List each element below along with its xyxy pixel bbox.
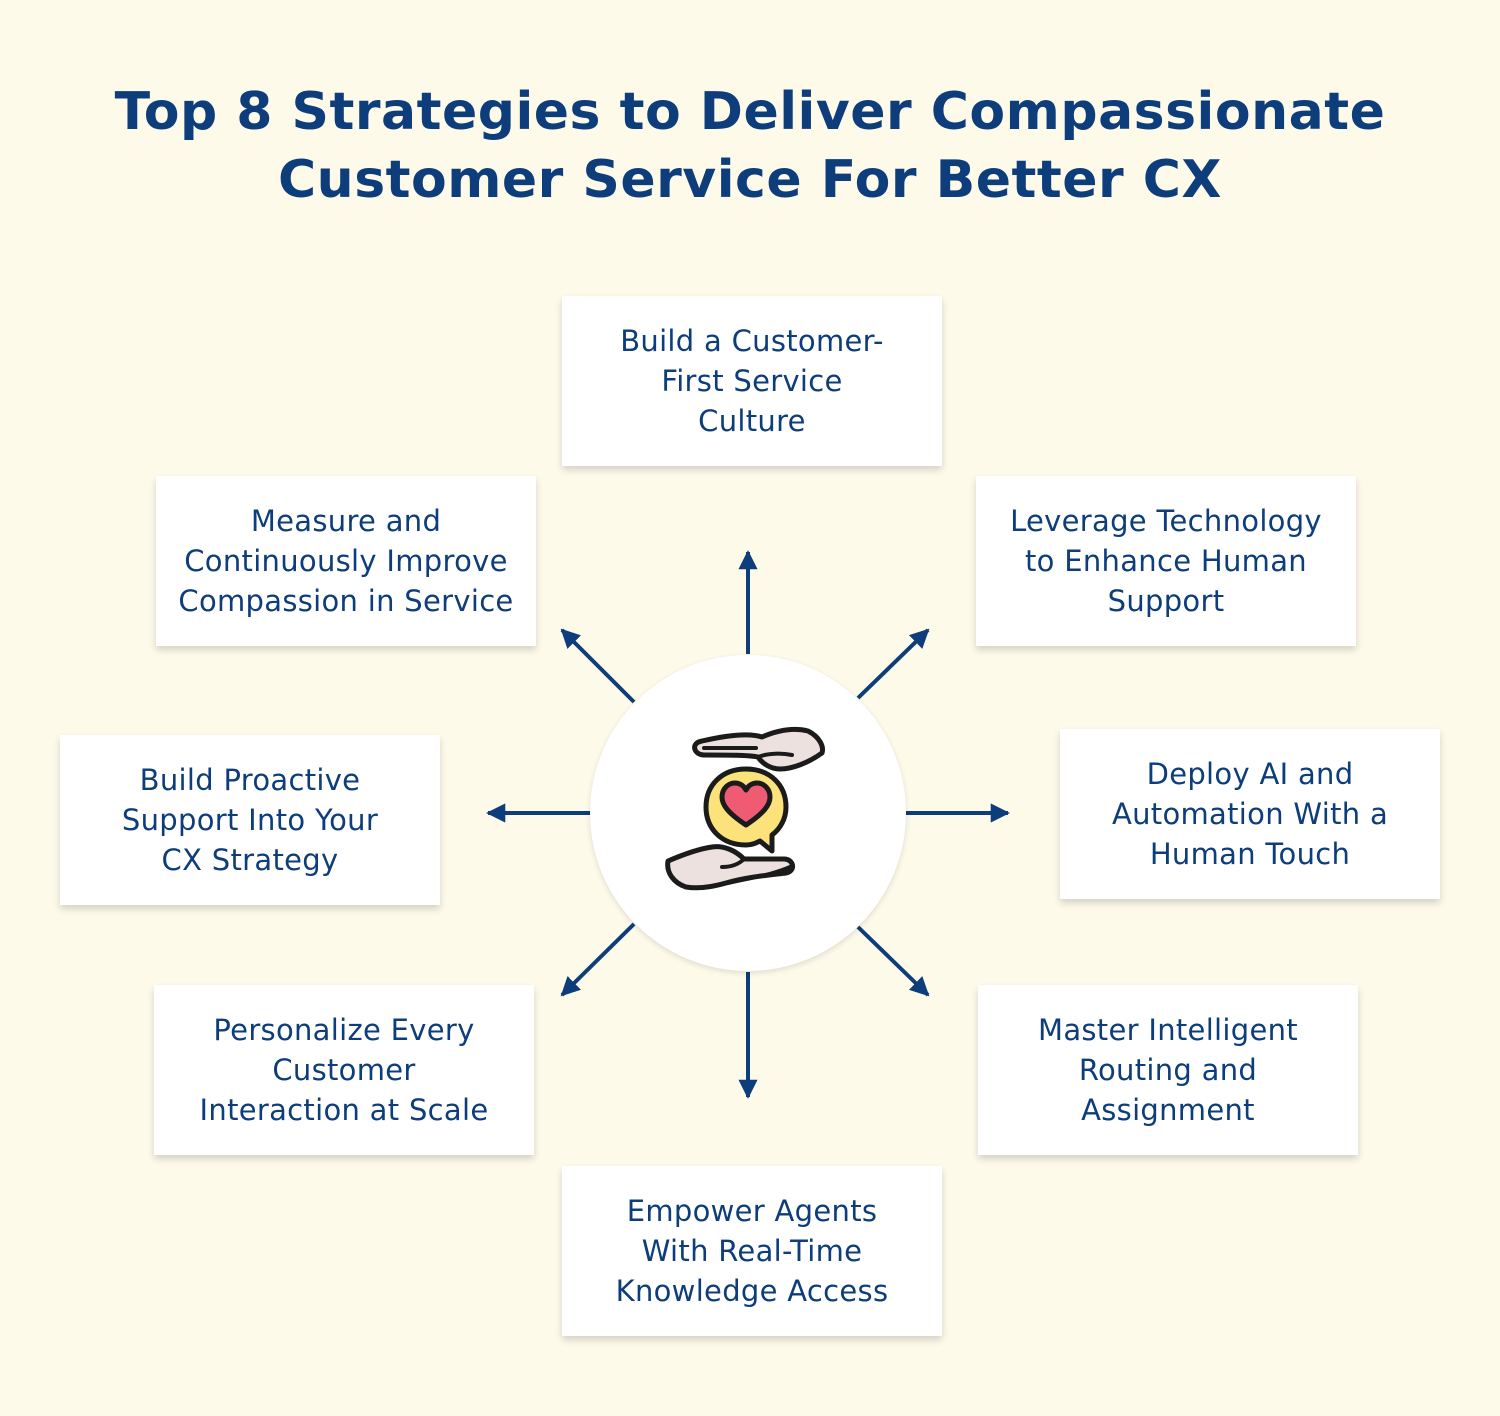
strategy-line: Build Proactive	[139, 763, 361, 797]
strategy-line: Automation With a	[1111, 797, 1389, 831]
title-line-2: Customer Service For Better CX	[278, 150, 1222, 210]
strategy-card-right: Deploy AI and Automation With a Human To…	[1060, 729, 1440, 899]
arrow-up-right	[856, 628, 930, 700]
strategy-line: Compassion in Service	[178, 584, 514, 618]
strategy-line: CX Strategy	[161, 843, 339, 877]
arrow-down-right	[856, 925, 930, 997]
title-line-1: Top 8 Strategies to Deliver Compassionat…	[114, 82, 1386, 142]
strategy-card-bottom: Empower Agents With Real-Time Knowledge …	[562, 1166, 942, 1336]
strategy-text: Deploy AI and Automation With a Human To…	[1112, 754, 1388, 874]
strategy-line: Build a Customer-	[620, 324, 884, 358]
strategy-card-left: Build Proactive Support Into Your CX Str…	[60, 735, 440, 905]
strategy-line: Knowledge Access	[615, 1274, 889, 1308]
arrow-up-left	[560, 628, 636, 704]
strategy-text: Personalize Every Customer Interaction a…	[200, 1010, 489, 1130]
strategy-line: First Service	[661, 364, 843, 398]
strategy-line: to Enhance Human	[1025, 544, 1307, 578]
center-hub	[590, 655, 906, 971]
strategy-text: Master Intelligent Routing and Assignmen…	[1038, 1010, 1298, 1130]
strategy-line: Assignment	[1081, 1093, 1255, 1127]
strategy-line: Master Intelligent	[1038, 1013, 1298, 1047]
strategy-line: Culture	[698, 404, 806, 438]
strategy-line: Deploy AI and	[1146, 757, 1354, 791]
strategy-text: Empower Agents With Real-Time Knowledge …	[616, 1191, 889, 1311]
strategy-line: With Real-Time	[641, 1234, 863, 1268]
strategy-line: Personalize Every	[213, 1013, 475, 1047]
hands-heart-icon	[665, 726, 825, 891]
strategy-line: Human Touch	[1149, 837, 1351, 871]
strategy-line: Continuously Improve	[184, 544, 508, 578]
strategy-line: Routing and	[1078, 1053, 1258, 1087]
strategy-line: Support	[1107, 584, 1225, 618]
strategy-card-bottom-right: Master Intelligent Routing and Assignmen…	[978, 985, 1358, 1155]
strategy-line: Measure and	[250, 504, 442, 538]
arrow-down-left	[560, 922, 636, 997]
strategy-card-top-left: Measure and Continuously Improve Compass…	[156, 476, 536, 646]
strategy-text: Build a Customer- First Service Culture	[620, 321, 884, 441]
strategy-text: Leverage Technology to Enhance Human Sup…	[1010, 501, 1322, 621]
strategy-line: Leverage Technology	[1010, 504, 1322, 538]
strategy-line: Support Into Your	[121, 803, 379, 837]
page-title: Top 8 Strategies to Deliver Compassionat…	[0, 78, 1500, 214]
strategy-text: Measure and Continuously Improve Compass…	[178, 501, 513, 621]
strategy-text: Build Proactive Support Into Your CX Str…	[122, 760, 378, 880]
strategy-card-bottom-left: Personalize Every Customer Interaction a…	[154, 985, 534, 1155]
strategy-card-top: Build a Customer- First Service Culture	[562, 296, 942, 466]
strategy-line: Empower Agents	[626, 1194, 878, 1228]
strategy-line: Customer	[272, 1053, 416, 1087]
strategy-line: Interaction at Scale	[199, 1093, 489, 1127]
strategy-card-top-right: Leverage Technology to Enhance Human Sup…	[976, 476, 1356, 646]
